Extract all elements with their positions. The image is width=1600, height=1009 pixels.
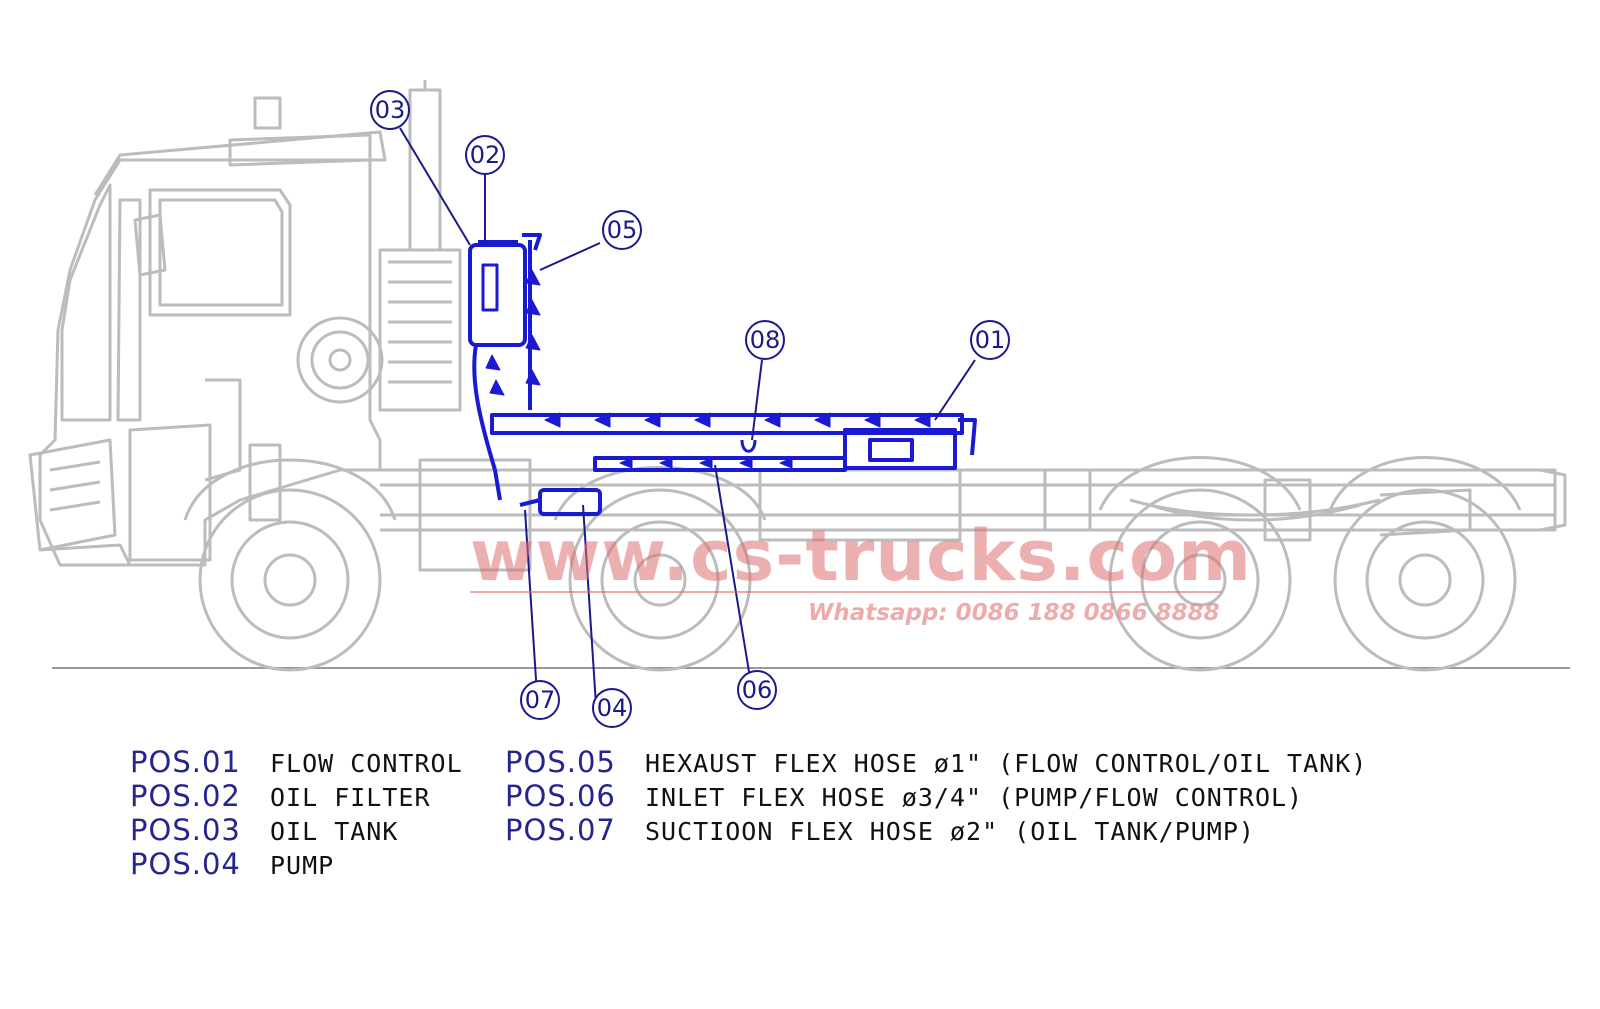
- legend-code-02: POS.02: [130, 779, 241, 813]
- legend-desc-03: OIL TANK: [270, 817, 399, 846]
- leader-lines: [399, 127, 976, 706]
- wheel-front: [198, 488, 382, 672]
- legend-desc-07: SUCTIOON FLEX HOSE ø2" (OIL TANK/PUMP): [645, 817, 1255, 846]
- watermark-site: www.cs-trucks.com: [470, 515, 1252, 597]
- svg-text:06: 06: [742, 676, 773, 704]
- legend-code-05: POS.05: [505, 745, 616, 779]
- svg-text:04: 04: [597, 694, 628, 722]
- legend-code-01: POS.01: [130, 745, 241, 779]
- callout-06: 06: [737, 670, 777, 710]
- hydraulic-system: [468, 233, 977, 516]
- legend-code-03: POS.03: [130, 813, 241, 847]
- svg-text:02: 02: [470, 141, 501, 169]
- legend-desc-05: HEXAUST FLEX HOSE ø1" (FLOW CONTROL/OIL …: [645, 749, 1368, 778]
- svg-text:03: 03: [375, 96, 406, 124]
- truck-hydraulic-diagram: 01 02 03 04 05 06 07 08 www.cs-trucks.co…: [28, 80, 1570, 728]
- flow-control-shape: [843, 428, 957, 470]
- wheel-rear-1: [1108, 488, 1292, 672]
- svg-text:05: 05: [607, 216, 638, 244]
- legend-code-06: POS.06: [505, 779, 616, 813]
- legend-desc-06: INLET FLEX HOSE ø3/4" (PUMP/FLOW CONTROL…: [645, 783, 1304, 812]
- legend-desc-01: FLOW CONTROL: [270, 749, 463, 778]
- svg-text:01: 01: [975, 326, 1006, 354]
- callout-03: 03: [370, 90, 410, 130]
- truck-outline: [28, 80, 1567, 672]
- callout-05: 05: [602, 210, 642, 250]
- legend-code-07: POS.07: [505, 813, 616, 847]
- callout-02: 02: [465, 135, 505, 175]
- callout-08: 08: [745, 320, 785, 360]
- legend-code-04: POS.04: [130, 847, 241, 881]
- pump-shape: [538, 488, 602, 516]
- flow-line-upper: [490, 413, 964, 435]
- legend-desc-02: OIL FILTER: [270, 783, 431, 812]
- callout-07: 07: [520, 680, 560, 720]
- watermark-whatsapp: Whatsapp: 0086 188 0866 8888: [808, 600, 1220, 626]
- wheel-rear-2: [1333, 488, 1517, 672]
- svg-text:07: 07: [525, 686, 556, 714]
- legend-desc-04: PUMP: [270, 851, 335, 880]
- callout-01: 01: [970, 320, 1010, 360]
- callout-04: 04: [592, 688, 632, 728]
- oil-tank-shape: [468, 243, 527, 347]
- svg-text:08: 08: [750, 326, 781, 354]
- inlet-hose-shape: [593, 456, 847, 472]
- wheel-drive-1: [568, 488, 752, 672]
